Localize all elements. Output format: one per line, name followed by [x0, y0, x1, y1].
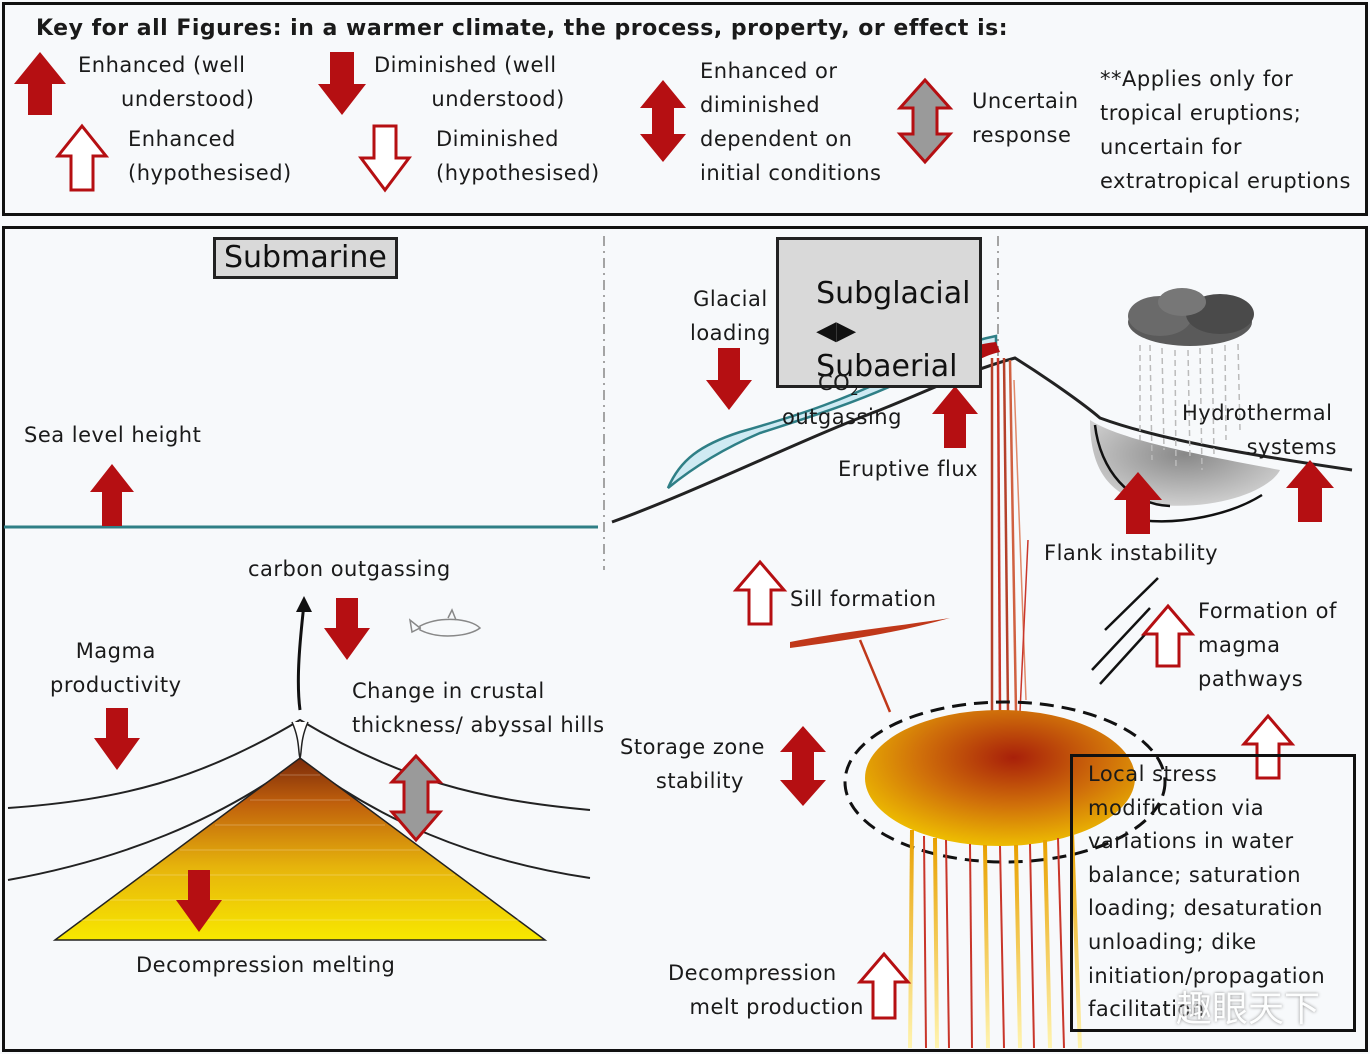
co2-label: CO2 [818, 371, 859, 400]
enh-or-dim-icon [640, 80, 686, 162]
enhanced-well-label: Enhanced (well understood) [78, 53, 255, 111]
sill-formation-arrow [732, 559, 788, 626]
subglacial-label: Subglacial [816, 276, 971, 311]
storage-stability-label: Storage zone stability [620, 735, 765, 793]
volcano-profile [611, 356, 1353, 524]
subaerial-label: Subaerial [816, 349, 958, 384]
pathways-arrow [1140, 603, 1196, 668]
local-stress-box [1070, 754, 1356, 1032]
submarine-header: Submarine [213, 237, 398, 279]
conduit [990, 357, 1029, 713]
sea-level-arrow [90, 464, 134, 526]
key-title: Key for all Figures: in a warmer climate… [36, 16, 1009, 41]
glacial-loading-arrow [706, 348, 752, 410]
decomp-melt-arrow [856, 951, 912, 1020]
rain-cloud-icon [1128, 288, 1254, 471]
glacial-loading-label: Glacial loading [690, 287, 771, 345]
diminished-well-icon [318, 52, 366, 115]
applies-note: **Applies only for tropical eruptions; u… [1100, 67, 1351, 193]
carbon-outgassing-arrow [296, 603, 306, 711]
enhanced-hyp-label: Enhanced (hypothesised) [128, 127, 292, 185]
magma-productivity-arrow [94, 708, 140, 770]
fish-icon [408, 608, 482, 637]
magma-pathways-label: Formation of magma pathways [1198, 599, 1337, 691]
hydrothermal-label: Hydrothermal systems [1182, 401, 1337, 459]
outgassing-label: outgassing [782, 405, 902, 429]
toggle-arrows-icon: ◀▶ [816, 316, 857, 346]
storage-stability-arrow [780, 726, 826, 806]
local-stress-arrow [1240, 713, 1296, 780]
hydrothermal-arrow [1286, 460, 1334, 522]
watermark: 趣眼天下 [1176, 989, 1321, 1030]
uncertain-label: Uncertain response [972, 89, 1079, 147]
local-stress-label: Local stress modification via variations… [1088, 762, 1326, 1022]
enh-or-dim-label: Enhanced or diminished dependent on init… [700, 59, 882, 185]
eruptive-flux-label: Eruptive flux [838, 457, 979, 481]
enhanced-well-icon [14, 52, 66, 115]
decompression-melting-arrow [176, 870, 222, 932]
feeder-dikes [908, 829, 1082, 1049]
sea-level-label: Sea level height [24, 423, 202, 447]
magma-chamber [865, 710, 1135, 846]
crust-upper [7, 718, 591, 811]
crustal-uncertain-arrow [388, 753, 444, 843]
carbon-outgassing-down-arrow [324, 598, 370, 660]
flank-instability-label: Flank instability [1044, 541, 1219, 565]
storage-dashed-ring [843, 700, 1167, 864]
diminished-well-label: Diminished (well understood) [374, 53, 565, 111]
sill [790, 618, 950, 648]
diminished-hyp-icon [358, 124, 412, 193]
decompression-melting-label: Decompression melting [136, 953, 396, 977]
enhanced-hyp-icon [54, 123, 110, 192]
uncertain-icon [896, 77, 954, 165]
melt-cone [52, 757, 548, 941]
subglacial-subaerial-header: Subglacial ◀▶ Subaerial [776, 237, 982, 388]
diminished-hyp-label: Diminished (hypothesised) [436, 127, 600, 185]
carbon-outgassing-label: carbon outgassing [248, 557, 451, 581]
eruptive-flux-arrow [932, 386, 978, 448]
decomp-melt-label: Decompression melt production [668, 961, 864, 1019]
sill-formation-label: Sill formation [790, 587, 937, 611]
magma-productivity-label: Magma productivity [50, 639, 182, 697]
crustal-thickness-label: Change in crustal thickness/ abyssal hil… [352, 679, 605, 737]
key-panel [2, 2, 1368, 216]
flank-instability-arrow [1114, 472, 1162, 534]
